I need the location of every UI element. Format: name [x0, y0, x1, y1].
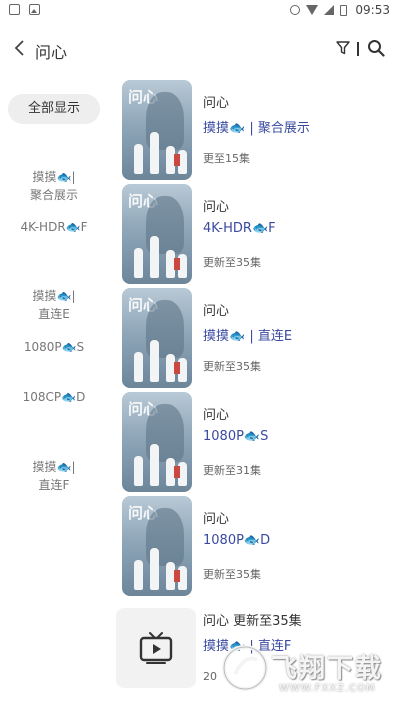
poster-image: 问心 [122, 496, 192, 596]
item-source: 摸摸🐟 | 直连E [203, 329, 293, 344]
item-title: 问心 [203, 200, 230, 215]
wifi-icon [306, 5, 319, 15]
placeholder-thumbnail [116, 608, 196, 688]
watermark-text: 飞翔下载 [271, 654, 384, 684]
do-not-disturb-icon [290, 5, 301, 15]
sidebar-item-direct-e[interactable]: 摸摸🐟| 直连E [8, 269, 100, 323]
item-title: 问心 [203, 408, 230, 423]
poster-image: 问心 [122, 392, 192, 492]
item-title: 问心 [203, 512, 230, 527]
status-bar: 09:53 [0, 0, 400, 22]
item-source: 1080P🐟S [203, 429, 269, 444]
sidebar-item-label: 4K-HDR🐟F [20, 220, 88, 234]
watermark-url: WWW.FXXZ.COM [279, 683, 376, 694]
sidebar-item-label: 摸摸🐟| 直连E [32, 289, 76, 321]
item-title: 问心 [203, 96, 230, 111]
search-icon[interactable] [367, 39, 385, 57]
item-source: 4K-HDR🐟F [203, 221, 276, 236]
sidebar-item-aggregate[interactable]: 摸摸🐟| 聚合展示 [8, 150, 100, 204]
item-status: 更新至35集 [203, 256, 261, 269]
battery-icon [340, 4, 348, 16]
image-notification-icon [29, 4, 40, 15]
filter-icon[interactable] [336, 41, 350, 55]
item-status: 更至15集 [203, 152, 250, 165]
header: 问心 [0, 28, 400, 72]
item-status: 20 [203, 670, 217, 683]
back-arrow-icon[interactable] [12, 38, 28, 58]
list-item[interactable]: 问心 问心 1080P🐟S 更新至31集 [112, 392, 400, 492]
item-status: 更新至31集 [203, 464, 261, 477]
poster-image: 问心 [122, 184, 192, 284]
sidebar-item-1080p-s[interactable]: 1080P🐟S [8, 338, 100, 356]
poster-image: 问心 [122, 80, 192, 180]
item-source: 1080P🐟D [203, 533, 271, 548]
sidebar-item-label: 全部显示 [27, 101, 80, 116]
list-item[interactable]: 问心 问心 4K-HDR🐟F 更新至35集 [112, 184, 400, 284]
list-item[interactable]: 问心 问心 摸摸🐟 | 聚合展示 更至15集 [112, 80, 400, 180]
list-item[interactable]: 问心 问心 摸摸🐟 | 直连E 更新至35集 [112, 288, 400, 388]
sidebar-item-4k-hdr-f[interactable]: 4K-HDR🐟F [8, 218, 100, 236]
notification-icon [9, 4, 20, 15]
sidebar-item-label: 摸摸🐟| 聚合展示 [29, 170, 78, 202]
item-title: 问心 [203, 304, 230, 319]
sidebar-item-label: 1080P🐟S [23, 340, 85, 354]
sidebar-item-direct-f[interactable]: 摸摸🐟| 直连F [8, 440, 100, 494]
header-divider [357, 42, 359, 56]
item-status: 更新至35集 [203, 568, 261, 581]
sidebar-item-108cp-d[interactable]: 108CP🐟D [8, 388, 100, 406]
signal-icon [324, 5, 335, 15]
tv-icon [139, 632, 173, 664]
list-item[interactable]: 问心 问心 1080P🐟D 更新至35集 [112, 496, 400, 596]
sidebar-item-label: 摸摸🐟| 直连F [32, 460, 76, 492]
item-title: 问心 更新至35集 [203, 614, 302, 629]
poster-image: 问心 [122, 288, 192, 388]
sidebar-item-label: 108CP🐟D [22, 390, 86, 404]
watermark-logo-icon [222, 645, 268, 691]
watermark: 飞翔下载 WWW.FXXZ.COM [213, 638, 393, 704]
item-status: 更新至35集 [203, 360, 261, 373]
status-time: 09:53 [355, 3, 390, 17]
sidebar-item-all[interactable]: 全部显示 [8, 94, 100, 124]
page-title: 问心 [35, 43, 68, 62]
item-source: 摸摸🐟 | 聚合展示 [203, 121, 310, 136]
